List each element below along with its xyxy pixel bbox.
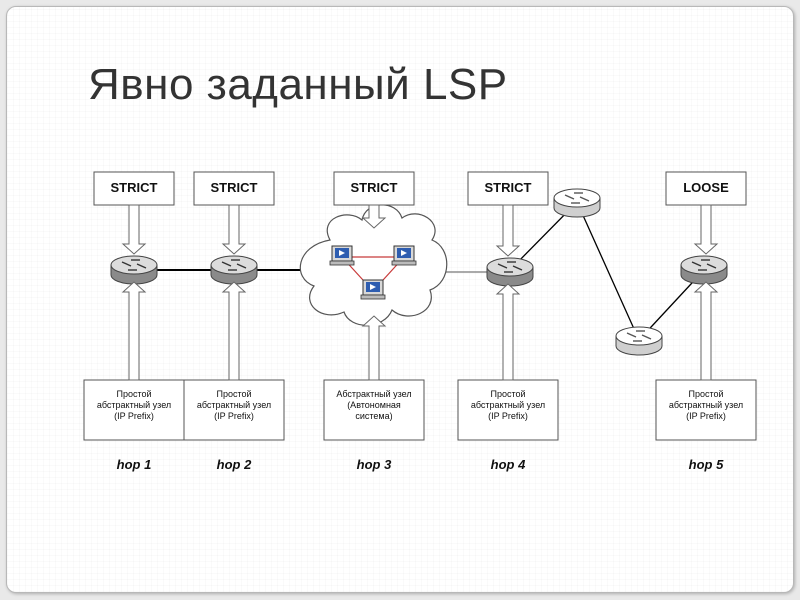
hop-description-line: (Автономная bbox=[347, 400, 401, 410]
routers bbox=[110, 188, 728, 356]
slide-title: Явно заданный LSP bbox=[88, 60, 508, 109]
link-ra-rb bbox=[576, 201, 640, 341]
hop-type-label: LOOSE bbox=[683, 180, 729, 195]
laptop-icon bbox=[391, 245, 417, 266]
hop-type-box bbox=[665, 171, 747, 206]
hop-description-box bbox=[323, 379, 425, 441]
hop-description-line: абстрактный узел bbox=[669, 400, 743, 410]
up-arrow-icon bbox=[361, 315, 387, 381]
hop-number-label: hop 4 bbox=[491, 457, 526, 472]
hop-description-line: абстрактный узел bbox=[97, 400, 171, 410]
hop-description-line: Простой bbox=[490, 389, 525, 399]
hop-description-box bbox=[183, 379, 285, 441]
down-arrow-icon bbox=[221, 204, 247, 255]
hop-description-box bbox=[655, 379, 757, 441]
hop-type-box bbox=[333, 171, 415, 206]
hop-description-line: Простой bbox=[116, 389, 151, 399]
router-icon bbox=[553, 188, 601, 218]
hop-description-line: абстрактный узел bbox=[197, 400, 271, 410]
hop-number-label: hop 2 bbox=[217, 457, 252, 472]
hop-description-line: система) bbox=[355, 411, 392, 421]
up-arrow-icon bbox=[495, 283, 521, 381]
hop-description-box bbox=[457, 379, 559, 441]
down-arrow-icon bbox=[361, 204, 387, 229]
hop-number-label: hop 3 bbox=[357, 457, 392, 472]
hop-description-box bbox=[83, 379, 185, 441]
up-arrow-icon bbox=[693, 281, 719, 381]
router-icon bbox=[110, 255, 158, 285]
hop-description-line: Простой bbox=[216, 389, 251, 399]
down-arrow-icon bbox=[121, 204, 147, 255]
router-icon bbox=[680, 255, 728, 285]
hop-type-label: STRICT bbox=[351, 180, 398, 195]
router-icon bbox=[486, 257, 534, 287]
hop-description-line: Простой bbox=[688, 389, 723, 399]
hop-description-line: (IP Prefix) bbox=[488, 411, 528, 421]
hop-number-label: hop 1 bbox=[117, 457, 152, 472]
up-arrow-icon bbox=[221, 281, 247, 381]
router-icon bbox=[210, 255, 258, 285]
hop-type-box bbox=[467, 171, 549, 206]
hop-group: STRICT Абстрактный узел(Автономнаясистема… bbox=[323, 171, 425, 472]
hop-type-label: STRICT bbox=[111, 180, 158, 195]
hop-description-line: (IP Prefix) bbox=[114, 411, 154, 421]
laptop-icon bbox=[360, 279, 386, 300]
down-arrow-icon bbox=[693, 204, 719, 255]
hop-type-label: STRICT bbox=[211, 180, 258, 195]
hop-description-line: (IP Prefix) bbox=[214, 411, 254, 421]
router-icon bbox=[615, 326, 663, 356]
hop-description-line: Абстрактный узел bbox=[336, 389, 411, 399]
up-arrow-icon bbox=[121, 281, 147, 381]
laptop-icon bbox=[329, 245, 355, 266]
hop-type-box bbox=[193, 171, 275, 206]
hop-description-line: (IP Prefix) bbox=[686, 411, 726, 421]
down-arrow-icon bbox=[495, 204, 521, 257]
hop-number-label: hop 5 bbox=[689, 457, 724, 472]
hop-description-line: абстрактный узел bbox=[471, 400, 545, 410]
hop-type-label: STRICT bbox=[485, 180, 532, 195]
